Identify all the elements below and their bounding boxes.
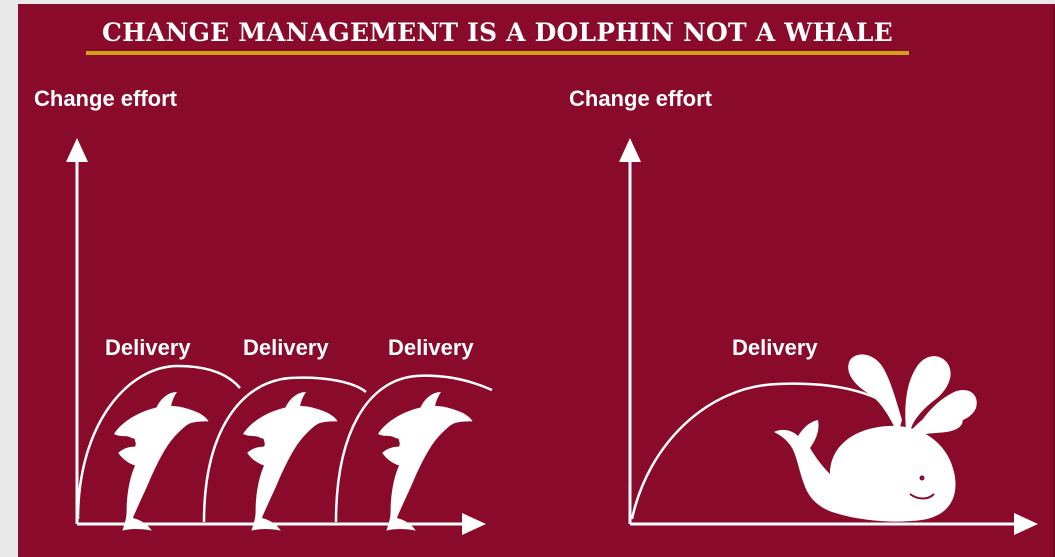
right-y-axis-label: Change effort [569,86,712,111]
title-underline [86,51,909,55]
arrow-right-icon [462,513,486,535]
left-delivery-label-2: Delivery [243,335,329,360]
dolphin-icon [378,392,473,531]
diagram-graphics [66,138,1038,535]
left-y-axis-label: Change effort [34,86,177,111]
whale-icon [774,354,977,522]
diagram-canvas: CHANGE MANAGEMENT IS A DOLPHIN NOT A WHA… [18,4,1055,557]
left-delivery-arcs [76,364,493,523]
page-title: CHANGE MANAGEMENT IS A DOLPHIN NOT A WHA… [102,18,893,47]
arrow-right-icon [1014,513,1038,535]
right-delivery-label: Delivery [732,335,818,360]
dolphin-icon [243,392,338,531]
right-axes [619,138,1038,535]
arrow-up-icon [66,138,88,162]
left-delivery-label-1: Delivery [105,335,191,360]
right-delivery-arc [630,382,889,520]
dolphin-icon [114,392,209,531]
arrow-up-icon [619,138,641,162]
left-delivery-label-3: Delivery [388,335,474,360]
